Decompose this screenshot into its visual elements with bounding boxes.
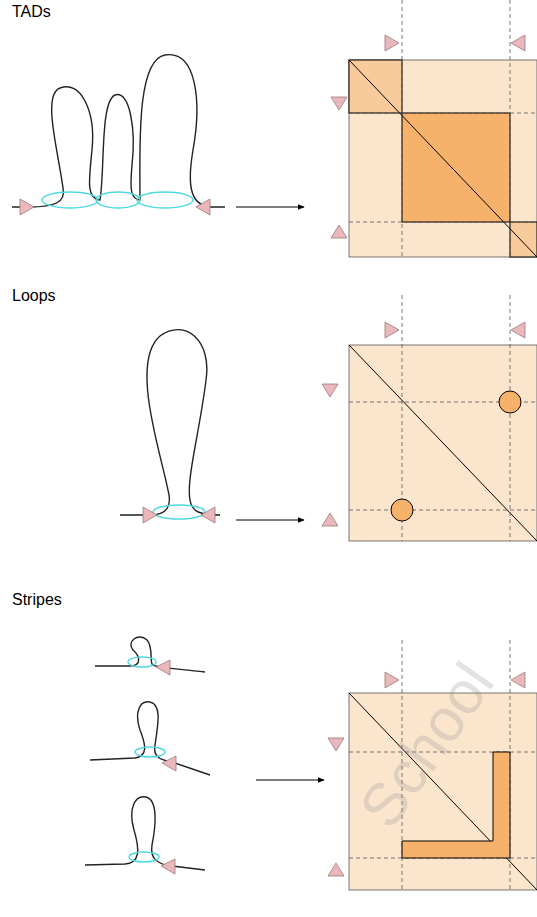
ctcf-triangle <box>162 756 176 771</box>
dashed-guide <box>510 295 511 541</box>
cohesin-ring <box>42 192 98 208</box>
dashed-guide <box>349 510 537 511</box>
chromatin-fiber <box>95 637 205 672</box>
chromatin-fiber <box>90 702 210 775</box>
dashed-guide <box>510 0 511 257</box>
ctcf-triangle <box>196 199 210 215</box>
loop-dot <box>499 391 521 413</box>
loop-dot <box>391 499 413 521</box>
tad-square <box>510 222 537 257</box>
diagonal <box>349 60 537 257</box>
tad-chromatin <box>12 55 225 215</box>
chromatin-fiber <box>12 55 225 207</box>
tad-square <box>402 113 510 222</box>
dashed-guide <box>349 113 537 114</box>
contact-matrix <box>349 345 537 541</box>
ctcf-triangle <box>385 672 399 688</box>
ctcf-triangle <box>322 513 338 526</box>
stripe-chromatin <box>85 637 210 874</box>
ctcf-triangle <box>328 738 344 751</box>
diagonal <box>349 345 537 541</box>
ctcf-triangle <box>511 322 525 338</box>
arrow <box>236 520 304 521</box>
ctcf-triangle <box>511 672 525 688</box>
ctcf-triangle <box>331 97 347 110</box>
section-heading: TADs <box>12 2 51 21</box>
cohesin-ring <box>135 747 165 757</box>
ctcf-triangle <box>511 35 525 51</box>
cohesin-ring <box>129 852 159 862</box>
tad-matrix <box>331 0 537 257</box>
section-heading: Stripes <box>12 590 62 609</box>
ctcf-triangle <box>143 507 157 523</box>
ctcf-triangle <box>322 384 338 397</box>
section-heading: Loops <box>12 286 56 305</box>
loop-chromatin <box>120 330 220 523</box>
dashed-guide <box>402 0 403 257</box>
chromatin-fiber <box>120 330 220 515</box>
cohesin-ring <box>96 192 140 208</box>
stripe-matrix <box>328 640 537 890</box>
loop-matrix <box>322 295 537 541</box>
cohesin-ring <box>137 192 193 208</box>
ctcf-triangle <box>385 322 399 338</box>
ctcf-triangle <box>161 859 175 874</box>
ctcf-triangle <box>20 199 34 215</box>
arrow <box>256 780 324 781</box>
arrow <box>236 207 304 208</box>
ctcf-triangle <box>201 507 215 523</box>
ctcf-triangle <box>385 35 399 51</box>
ctcf-triangle <box>328 863 344 876</box>
chromatin-fiber <box>85 797 205 870</box>
cohesin-ring <box>153 505 205 519</box>
dashed-guide <box>349 222 537 223</box>
contact-matrix <box>349 60 537 257</box>
ctcf-triangle <box>156 660 170 675</box>
ctcf-triangle <box>331 225 347 238</box>
cohesin-ring <box>128 657 156 667</box>
